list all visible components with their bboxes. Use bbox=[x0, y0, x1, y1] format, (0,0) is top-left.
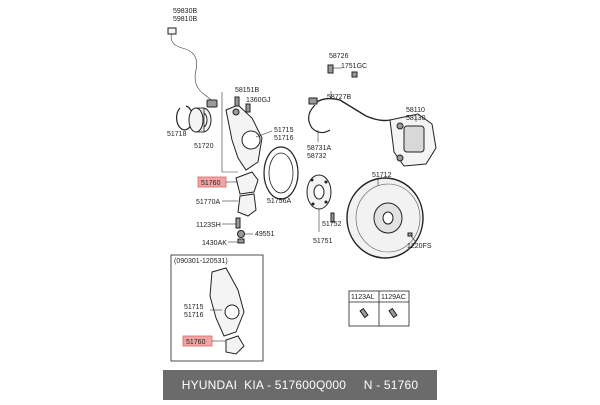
label-1123sh: 1123SH bbox=[196, 222, 221, 229]
label-51756a: 51756A bbox=[267, 198, 291, 205]
bolt-1430ak bbox=[237, 238, 245, 244]
dust-shield bbox=[263, 146, 299, 200]
wheel-speed-sensor bbox=[167, 27, 218, 108]
inset-label-51716: 51716 bbox=[184, 312, 204, 319]
inset-frame bbox=[170, 254, 264, 362]
label-59830b: 59830B bbox=[173, 8, 197, 15]
part-51760-bracket bbox=[235, 171, 259, 195]
label-58151b: 58151B bbox=[235, 87, 259, 94]
steering-knuckle bbox=[225, 104, 263, 171]
brake-hose bbox=[308, 97, 391, 134]
bolt-legend-table bbox=[348, 290, 410, 327]
wheel-bearing bbox=[188, 107, 212, 133]
label-51760: 51760 bbox=[201, 180, 221, 187]
label-1430ak: 1430AK bbox=[202, 240, 227, 247]
bolt-58151b bbox=[234, 96, 240, 107]
label-58726: 58726 bbox=[329, 53, 349, 60]
brake-disc bbox=[346, 177, 424, 259]
label-58727b: 58727B bbox=[327, 94, 351, 101]
disc-screw bbox=[407, 232, 413, 237]
inset-label-51715: 51715 bbox=[184, 304, 204, 311]
label-51752: 51752 bbox=[322, 221, 342, 228]
legend-1129ac: 1129AC bbox=[381, 294, 406, 301]
lower-arm-mount bbox=[237, 193, 257, 217]
inset-knuckle bbox=[209, 267, 245, 337]
inset-label-51760: 51760 bbox=[186, 339, 206, 346]
inset-part-51760 bbox=[225, 335, 245, 355]
nut-49551 bbox=[237, 230, 245, 238]
brake-caliper bbox=[389, 113, 437, 167]
label-1751gc: 1751GC bbox=[341, 63, 367, 70]
label-51716: 51716 bbox=[274, 135, 294, 142]
label-1360gj: 1360GJ bbox=[246, 97, 271, 104]
hub-bolt bbox=[330, 212, 335, 223]
label-58732: 58732 bbox=[307, 153, 327, 160]
label-58130: 58130 bbox=[406, 115, 426, 122]
inset-period: (090301-120531) bbox=[174, 258, 228, 265]
label-1220fs: 1220FS bbox=[407, 243, 432, 250]
label-58731a: 58731A bbox=[307, 145, 331, 152]
label-49551: 49551 bbox=[255, 231, 275, 238]
legend-1123al: 1123AL bbox=[351, 294, 375, 301]
label-51751: 51751 bbox=[313, 238, 333, 245]
label-59810b: 59810B bbox=[173, 16, 197, 23]
label-51720: 51720 bbox=[194, 143, 214, 150]
hose-clip bbox=[327, 64, 358, 78]
label-51712: 51712 bbox=[372, 172, 392, 179]
label-51770a: 51770A bbox=[196, 199, 220, 206]
label-51718: 51718 bbox=[167, 131, 187, 138]
wheel-hub bbox=[306, 174, 332, 210]
part-number-footer: HYUNDAI KIA - 517600Q000 N - 51760 bbox=[163, 370, 437, 400]
bolt-1123sh bbox=[235, 217, 241, 229]
label-58110: 58110 bbox=[406, 107, 425, 114]
bolt-1360gj bbox=[245, 103, 251, 113]
label-51715: 51715 bbox=[274, 127, 294, 134]
